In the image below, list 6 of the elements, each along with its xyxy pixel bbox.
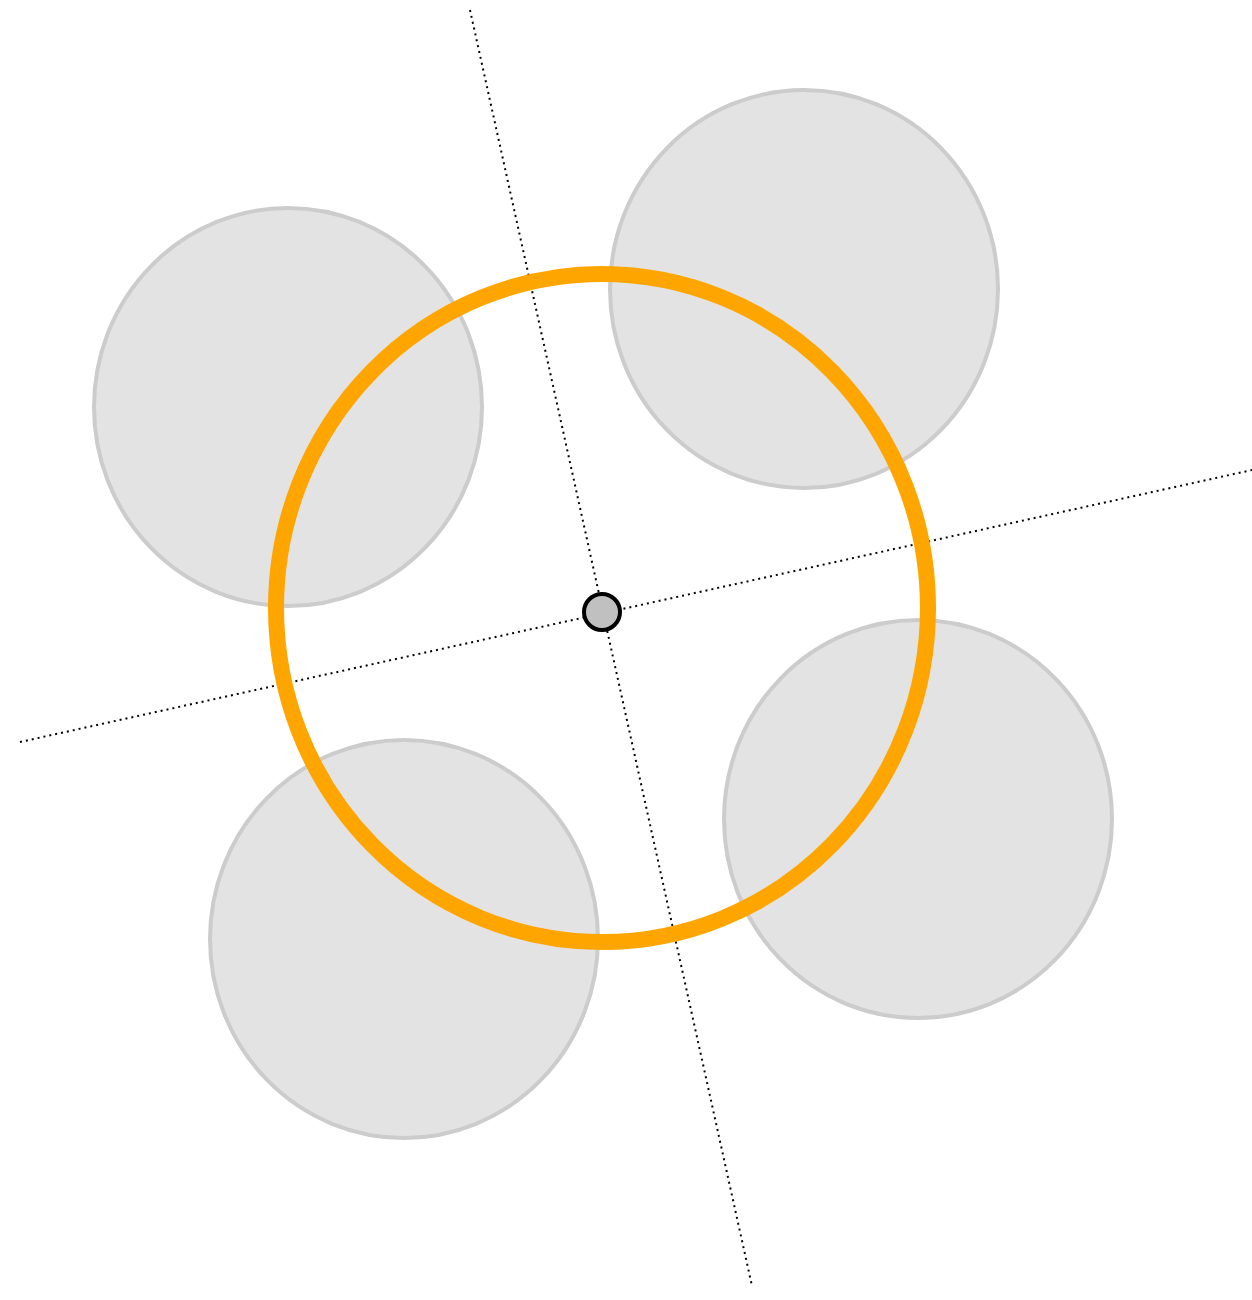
disc — [208, 738, 600, 1140]
disc — [722, 618, 1114, 1020]
ring — [268, 266, 936, 950]
disc — [608, 88, 1000, 490]
disc — [92, 206, 484, 608]
center-point — [582, 592, 622, 632]
